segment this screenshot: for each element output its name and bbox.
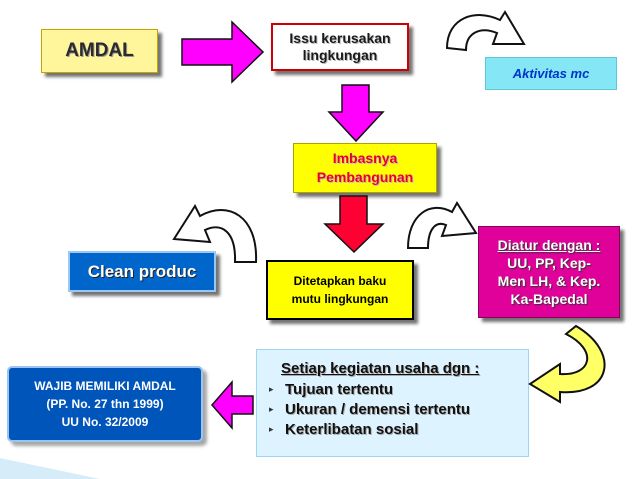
arrow-imbasnya-to-ditetapkan <box>323 195 385 254</box>
setiap-item-2: ▸ Ukuran / demensi tertentu <box>269 401 528 418</box>
slide-corner-accent <box>0 458 100 479</box>
diatur-line-4: Ka-Bapedal <box>510 291 588 307</box>
setiap-item-3-label: Keterlibatan sosial <box>285 421 419 438</box>
diatur-box: Diatur dengan : UU, PP, Kep- Men LH, & K… <box>478 226 620 318</box>
setiap-item-1-label: Tujuan tertentu <box>285 381 394 398</box>
bullet-icon: ▸ <box>269 424 274 434</box>
clean-produc-label: Clean produc <box>87 261 197 281</box>
imbasnya-line-2: Pembangunan <box>316 169 414 185</box>
setiap-heading: Setiap kegiatan usaha dgn : <box>281 360 480 377</box>
amdal-label: AMDAL <box>65 40 134 61</box>
setiap-item-1: ▸ Tujuan tertentu <box>269 381 528 398</box>
issu-line-1: Issu kerusakan <box>289 30 391 46</box>
setiap-kegiatan-box: Setiap kegiatan usaha dgn : ▸ Tujuan tert… <box>256 349 529 457</box>
ditetapkan-line-1: Ditetapkan baku <box>293 274 387 288</box>
issu-line-2: lingkungan <box>302 47 378 63</box>
wajib-line-1: WAJIB MEMILIKI AMDAL <box>34 379 176 393</box>
bullet-icon: ▸ <box>269 404 274 414</box>
issu-kerusakan-box: Issu kerusakan lingkungan <box>271 23 409 71</box>
curved-arrow-to-aktivitas <box>445 10 526 52</box>
ditetapkan-box: Ditetapkan baku mutu lingkungan <box>266 260 414 320</box>
diatur-line-3: Men LH, & Kep. <box>497 273 601 289</box>
curved-arrow-to-diatur <box>406 201 478 249</box>
bullet-icon: ▸ <box>269 384 274 394</box>
aktivitas-box: Aktivitas mc <box>485 57 617 90</box>
diatur-line-2: UU, PP, Kep- <box>507 255 591 271</box>
aktivitas-label: Aktivitas mc <box>512 66 590 81</box>
arrow-issu-to-imbasnya <box>327 84 385 143</box>
imbasnya-line-1: Imbasnya <box>332 150 398 166</box>
clean-produc-box: Clean produc <box>68 251 216 292</box>
curved-arrow-to-setiap <box>528 324 606 404</box>
diatur-line-1: Diatur dengan : <box>497 237 601 253</box>
arrow-setiap-to-wajib <box>211 379 254 431</box>
setiap-item-2-label: Ukuran / demensi tertentu <box>285 401 471 418</box>
wajib-line-2: (PP. No. 27 thn 1999) <box>46 397 164 411</box>
imbasnya-box: Imbasnya Pembangunan <box>293 143 437 193</box>
curved-arrow-to-clean-produc <box>172 203 258 263</box>
arrow-amdal-to-issu <box>181 20 265 84</box>
wajib-line-3: UU No. 32/2009 <box>61 415 149 429</box>
setiap-item-3: ▸ Keterlibatan sosial <box>269 421 528 438</box>
wajib-amdal-box: WAJIB MEMILIKI AMDAL (PP. No. 27 thn 199… <box>7 366 203 442</box>
amdal-box: AMDAL <box>41 29 158 73</box>
ditetapkan-line-2: mutu lingkungan <box>291 292 389 306</box>
